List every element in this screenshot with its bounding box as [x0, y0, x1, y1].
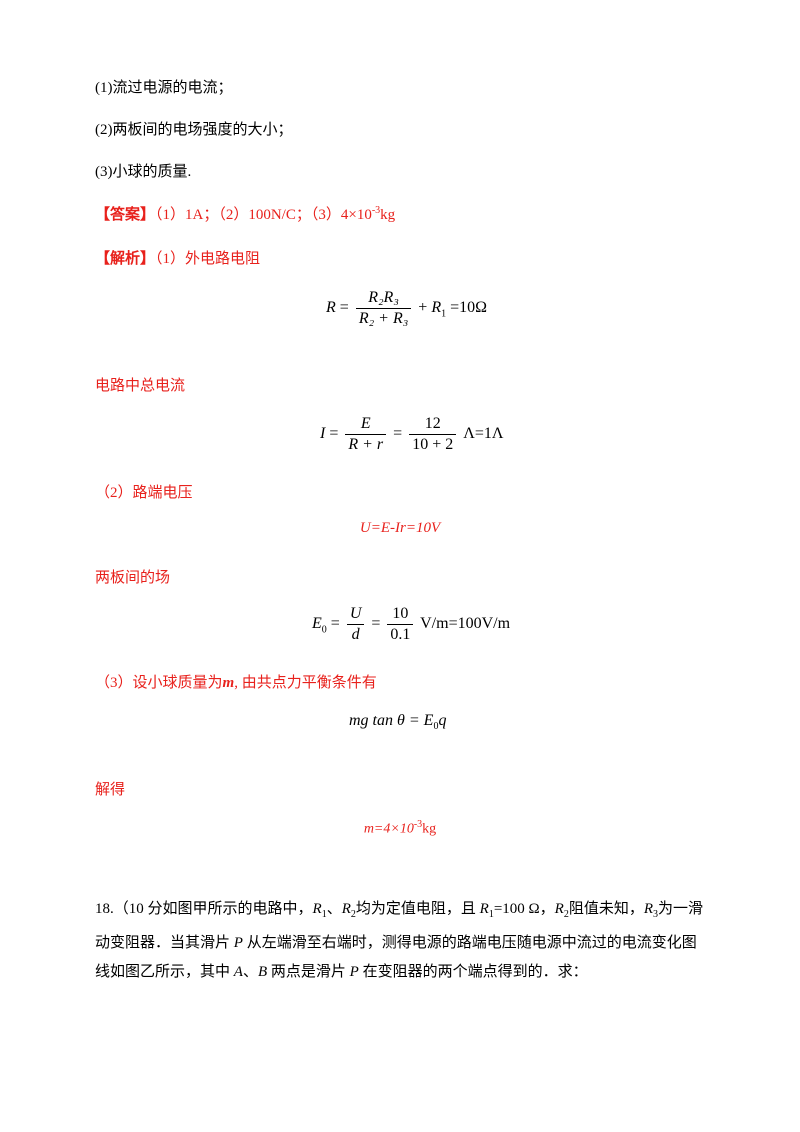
q18-text-1: 18.（10 分如图甲所示的电路中，: [95, 901, 313, 917]
eq1-denominator: R₂ + R₃: [358, 310, 409, 327]
q18-text-7: 从左端滑至右端时，测得电源的路端电压随电源中流过的电流变化图线如图乙所示，其中: [95, 935, 697, 980]
eq1-equals: =: [339, 299, 349, 317]
eq2-equals: =: [329, 425, 339, 443]
eq4-lhs-sub: 0: [321, 624, 327, 636]
q18-r2-sub: 2: [350, 909, 356, 920]
eq1-fraction: R₂R₃ R₂ + R₃: [355, 288, 412, 329]
q18-r2: R: [341, 901, 351, 917]
step5-text-a: （3）设小球质量为: [95, 675, 223, 691]
eq6-exponent: -3: [413, 819, 423, 830]
eq4-lhs: E: [312, 615, 322, 633]
q18-p2: P: [349, 964, 359, 980]
answer-label: 【答案】: [95, 207, 156, 223]
eq2-numerator-1: E: [345, 414, 387, 435]
answer-line: 【答案】（1）1A；（2）100N/C；（3）4×10-3kg: [95, 203, 395, 224]
question-18: 18.（10 分如图甲所示的电路中，R1、R2均为定值电阻，且 R1=100 Ω…: [95, 895, 710, 987]
eq2-numerator-2: 12: [409, 414, 457, 435]
eq4-fraction-2: 10 0.1: [387, 604, 414, 645]
step5-variable-m: m: [222, 675, 235, 691]
answer-text: （1）1A；（2）100N/C；（3）4×10: [155, 207, 372, 223]
eq4-fraction-1: U d: [346, 604, 365, 645]
eq5-rhs: q: [438, 712, 447, 729]
question-3: (3)小球的质量.: [95, 164, 192, 180]
eq6-unit: kg: [422, 821, 437, 837]
eq4-result: V/m=100V/m: [420, 615, 511, 633]
eq2-result: Λ=1Λ: [463, 425, 504, 443]
q18-b: B: [257, 964, 268, 980]
equation-mass-result: m=4×10-3kg: [0, 819, 800, 838]
eq4-denominator-2: 0.1: [390, 626, 411, 643]
eq2-denominator-1: R + r: [348, 436, 384, 453]
eq4-denominator-1: d: [351, 626, 360, 643]
q18-a: A: [233, 964, 243, 980]
q18-text-3: 均为定值电阻，且: [355, 901, 480, 917]
q18-text-6: 为一滑动变阻器．当其滑片: [95, 901, 704, 951]
eq1-lhs: R: [326, 299, 336, 317]
eq2-fraction-2: 12 10 + 2: [409, 414, 457, 455]
eq2-denominator-2: 10 + 2: [412, 436, 454, 453]
analysis-step1: （1）外电路电阻: [155, 251, 261, 267]
analysis-step4: 两板间的场: [95, 570, 171, 586]
question-2: (2)两板间的电场强度的大小；: [95, 122, 293, 138]
eq2-equals-2: =: [393, 425, 403, 443]
q18-r3: R: [643, 901, 654, 917]
equation-equilibrium: mg tan θ = E0q: [349, 712, 446, 732]
equation-terminal-voltage: U=E-Ir=10V: [0, 520, 800, 537]
eq1-r1: R: [431, 299, 442, 317]
q18-text-8: 、: [242, 964, 258, 980]
q18-r3-sub: 3: [653, 909, 659, 920]
q18-text-4: =100 Ω，: [493, 901, 555, 917]
eq4-equals-2: =: [371, 615, 381, 633]
q18-text-9: 两点是滑片: [267, 964, 350, 980]
eq5-lhs: mg tan θ = E: [349, 712, 434, 729]
eq4-equals: =: [330, 615, 340, 633]
eq1-numerator: R₂R₃: [355, 288, 412, 309]
q18-text-2: 、: [326, 901, 342, 917]
q18-r2b-sub: 2: [563, 909, 569, 920]
answer-unit: kg: [380, 207, 396, 223]
q18-text-5: 阻值未知，: [568, 901, 644, 917]
eq3-text: U=E-Ir=10V: [359, 520, 441, 536]
eq2-lhs: I: [320, 425, 326, 443]
question-1: (1)流过电源的电流；: [95, 80, 233, 96]
q18-r1b: R: [479, 901, 489, 917]
analysis-label: 【解析】: [95, 251, 156, 267]
eq4-numerator-1: U: [346, 604, 365, 625]
equation-total-current: I = E R + r = 12 10 + 2 Λ=1Λ: [320, 414, 503, 455]
eq4-numerator-2: 10: [387, 604, 414, 625]
q18-p1: P: [233, 935, 243, 951]
eq1-plus: +: [418, 299, 428, 317]
analysis-step2: 电路中总电流: [95, 378, 186, 394]
eq2-fraction-1: E R + r: [345, 414, 387, 455]
analysis-step3: （2）路端电压: [95, 485, 193, 501]
equation-external-resistance: R = R₂R₃ R₂ + R₃ + R1 =10Ω: [326, 288, 487, 329]
eq1-result: =10Ω: [450, 299, 488, 317]
q18-r1: R: [312, 901, 322, 917]
analysis-line: 【解析】（1）外电路电阻: [95, 247, 260, 268]
analysis-step5: （3）设小球质量为m, 由共点力平衡条件有: [95, 671, 377, 692]
equation-field-strength: E0 = U d = 10 0.1 V/m=100V/m: [312, 604, 510, 645]
q18-r2b: R: [554, 901, 564, 917]
q18-r1-sub: 1: [321, 909, 327, 920]
analysis-step6: 解得: [95, 782, 126, 798]
eq1-r1-sub: 1: [441, 308, 447, 320]
step5-text-b: , 由共点力平衡条件有: [234, 675, 377, 691]
eq6-main: m=4×10: [363, 821, 414, 837]
q18-r1b-sub: 1: [488, 909, 494, 920]
eq5-sub: 0: [433, 721, 439, 733]
q18-text-10: 在变阻器的两个端点得到的．求：: [358, 964, 588, 980]
answer-exponent: -3: [371, 205, 381, 216]
